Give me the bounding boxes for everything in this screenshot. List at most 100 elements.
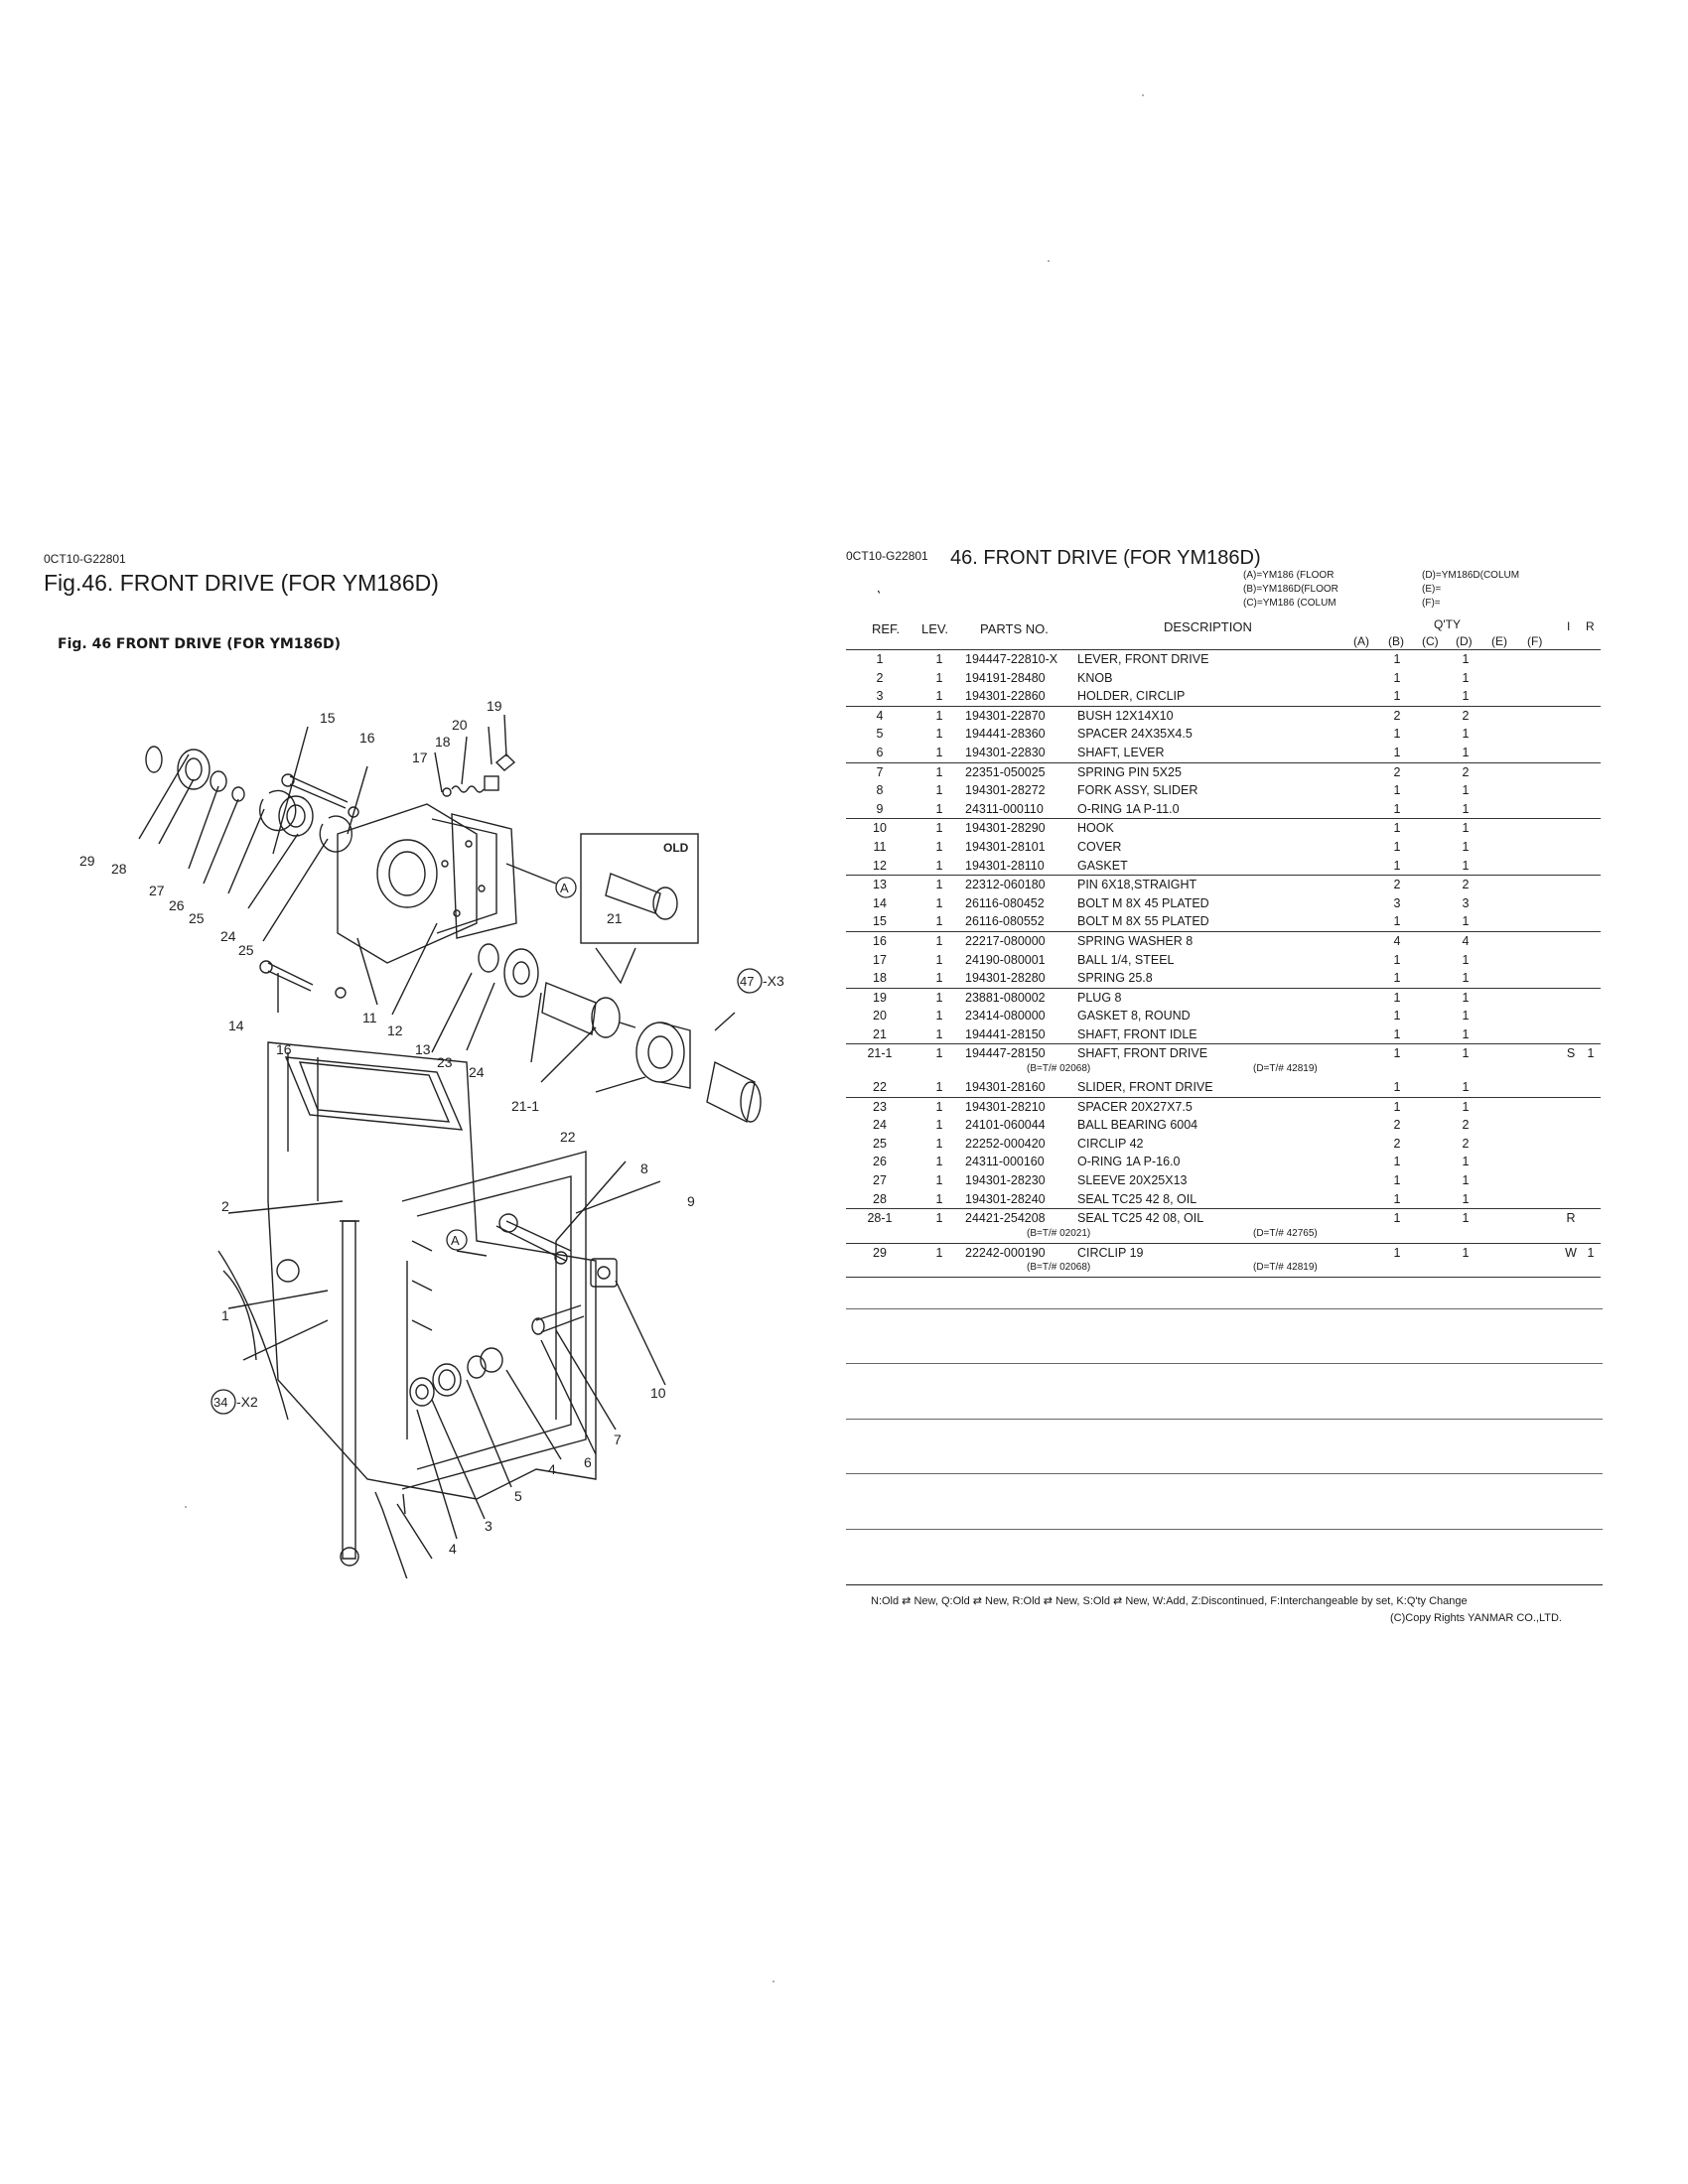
qty-d: 1	[1462, 652, 1470, 666]
ref-number: 22	[873, 1080, 887, 1095]
ref-number: 24	[873, 1118, 887, 1133]
level: 1	[935, 895, 943, 910]
part-number: 194301-22870	[965, 708, 1046, 723]
lever-front-drive	[342, 1220, 356, 1560]
qty-b: 2	[1393, 764, 1401, 779]
x2-ref-number: 34	[213, 1395, 227, 1410]
level: 1	[935, 1080, 943, 1095]
qty-d: 2	[1462, 878, 1470, 892]
level: 1	[935, 727, 943, 742]
interchange-code: R	[1566, 1211, 1576, 1226]
level: 1	[935, 783, 943, 798]
callout-5: 5	[514, 1488, 522, 1504]
qty-b: 1	[1393, 990, 1401, 1005]
ref-number: 14	[873, 895, 887, 910]
qty-d: 3	[1462, 895, 1470, 910]
level: 1	[935, 1211, 943, 1226]
serial-note-b: (B=T/# 02021)	[1027, 1227, 1091, 1239]
part-number: 194191-28480	[965, 670, 1046, 685]
header-i: I	[1567, 619, 1571, 633]
part-description: BUSH 12X14X10	[1077, 708, 1174, 723]
model-b: (B)=YM186D(FLOOR	[1243, 584, 1338, 595]
callout-24: 24	[220, 928, 236, 944]
level: 1	[935, 914, 943, 929]
part-number: 24101-060044	[965, 1118, 1046, 1133]
qty-b: 1	[1393, 971, 1401, 986]
level: 1	[935, 1099, 943, 1114]
part-number: 194301-28160	[965, 1080, 1046, 1095]
callout-10: 10	[650, 1385, 666, 1401]
ref-number: 27	[873, 1173, 887, 1188]
callout-18: 18	[435, 734, 451, 750]
qty-b: 1	[1393, 1191, 1401, 1206]
change-code-legend: N:Old ⇄ New, Q:Old ⇄ New, R:Old ⇄ New, S…	[871, 1595, 1468, 1607]
level: 1	[935, 990, 943, 1005]
part-number: 194301-28101	[965, 839, 1046, 854]
part-number: 22252-000420	[965, 1136, 1046, 1151]
part-number: 24421-254208	[965, 1211, 1046, 1226]
qty-d: 1	[1462, 689, 1470, 704]
part-description: GASKET	[1077, 858, 1128, 873]
qty-d: 1	[1462, 783, 1470, 798]
model-legend-right: (D)=YM186D(COLUM (E)= (F)=	[1422, 569, 1519, 611]
serial-note-row: (B=T/# 02021)(D=T/# 42765)	[846, 1228, 1601, 1243]
qty-b: 2	[1393, 1136, 1401, 1151]
qty-d: 1	[1462, 1191, 1470, 1206]
ref-number: 9	[876, 801, 884, 816]
callout-25: 25	[238, 942, 254, 958]
ref-number: 17	[873, 952, 887, 967]
part-number: 194441-28150	[965, 1026, 1046, 1041]
qty-d: 1	[1462, 1080, 1470, 1095]
qty-b: 1	[1393, 1245, 1401, 1260]
qty-b: 2	[1393, 878, 1401, 892]
part-number: 194447-28150	[965, 1046, 1046, 1061]
blank-row-rule	[846, 1363, 1603, 1364]
callout-1: 1	[221, 1307, 229, 1323]
qty-d: 1	[1462, 1009, 1470, 1024]
qty-d: 2	[1462, 1136, 1470, 1151]
qty-b: 3	[1393, 895, 1401, 910]
level: 1	[935, 708, 943, 723]
header-qty-f: (F)	[1527, 634, 1543, 648]
callout-7: 7	[614, 1432, 622, 1447]
ref-number: 13	[873, 878, 887, 892]
part-number: 194301-28272	[965, 783, 1046, 798]
model-c: (C)=YM186 (COLUM	[1243, 598, 1336, 609]
callout-12: 12	[387, 1023, 403, 1038]
blank-row-rule	[846, 1419, 1603, 1420]
level: 1	[935, 971, 943, 986]
level: 1	[935, 1173, 943, 1188]
blank-row-rule	[846, 1473, 1603, 1474]
header-lev: LEV.	[921, 621, 948, 636]
remark-code: 1	[1587, 1245, 1595, 1260]
qty-d: 1	[1462, 727, 1470, 742]
model-e: (E)=	[1422, 584, 1442, 595]
qty-b: 1	[1393, 670, 1401, 685]
qty-b: 1	[1393, 1099, 1401, 1114]
qty-b: 2	[1393, 708, 1401, 723]
housing-cover	[337, 803, 478, 964]
level: 1	[935, 821, 943, 836]
part-number: 194301-28280	[965, 971, 1046, 986]
level: 1	[935, 1245, 943, 1260]
model-legend-left: (A)=YM186 (FLOOR (B)=YM186D(FLOOR (C)=YM…	[1243, 569, 1338, 611]
serial-note-d: (D=T/# 42819)	[1253, 1262, 1318, 1274]
qty-d: 2	[1462, 1118, 1470, 1133]
qty-d: 1	[1462, 1211, 1470, 1226]
part-number: 24311-000110	[965, 801, 1044, 816]
header-parts-no: PARTS NO.	[980, 621, 1049, 636]
level: 1	[935, 745, 943, 759]
level: 1	[935, 839, 943, 854]
qty-b: 1	[1393, 914, 1401, 929]
qty-b: 1	[1393, 1211, 1401, 1226]
